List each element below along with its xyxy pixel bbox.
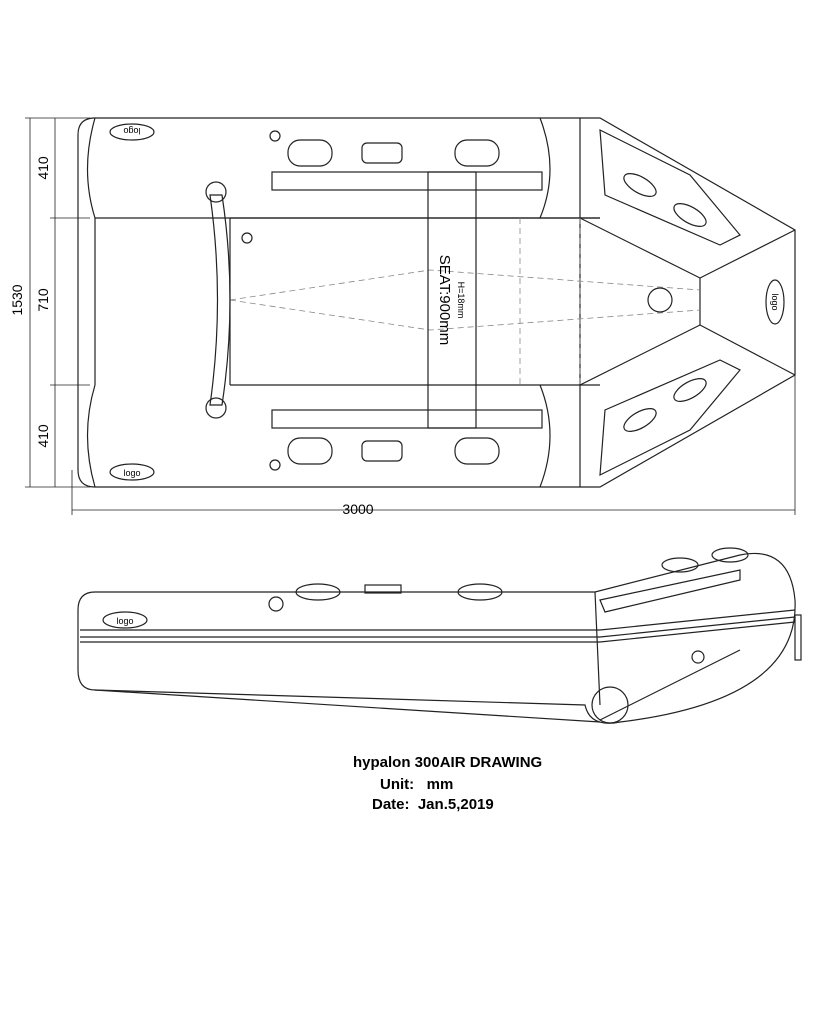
drawing-date: Date: Jan.5,2019 [372,796,494,813]
dim-inner-width: 710 [35,288,51,312]
side-hull-outline [77,553,796,724]
hull-outline [77,117,796,488]
side-view: logo [77,547,802,724]
seat [427,171,477,429]
dim-tube-bottom: 410 [35,424,51,448]
logo-label: logo [770,293,780,310]
transom [209,194,231,406]
top-view: 1530 410 710 410 3000 [9,117,796,517]
seat-label: SEAT:900mm [436,255,453,346]
oarlock-icon [361,440,403,462]
drawing-title: hypalon 300AIR DRAWING [353,754,543,771]
valve-icon [647,287,673,313]
dim-overall-width: 1530 [9,284,25,315]
tow-ring [794,614,802,661]
logo-label: logo [123,468,140,478]
logo-label: logo [116,616,133,626]
seat-height-label: H=18mm [456,282,466,319]
drawing-unit: Unit: mm [380,776,454,793]
logo-label: logo [123,126,140,136]
dim-overall-length: 3000 [342,501,373,517]
oarlock-icon [361,142,403,164]
dim-tube-top: 410 [35,156,51,180]
